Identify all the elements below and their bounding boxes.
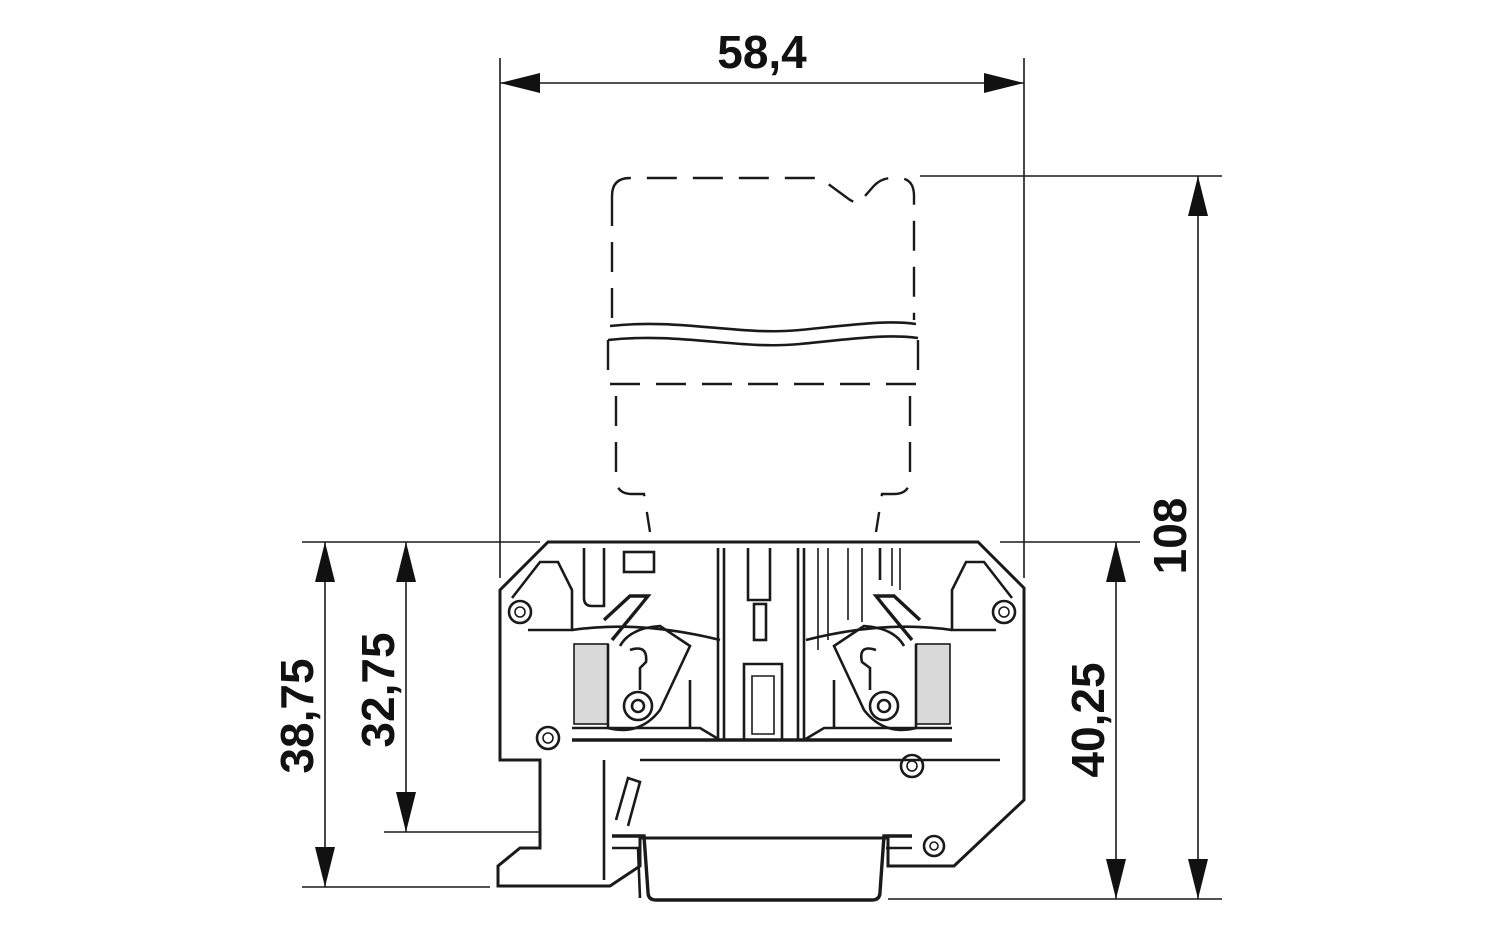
terminal-block-body	[496, 540, 1026, 888]
dimension-height-left-inner: 32,75	[352, 542, 612, 833]
plug-outline-dashed	[606, 176, 920, 533]
dimension-label-width: 58,4	[717, 26, 807, 78]
dimension-width-top: 58,4	[499, 26, 1025, 578]
contact-insert-left	[573, 643, 609, 725]
dimension-label-height-right: 40,25	[1062, 662, 1114, 777]
dimension-label-height-left-outer: 38,75	[271, 658, 323, 773]
contact-insert-right	[915, 643, 951, 725]
dimension-height-total: 108	[888, 175, 1222, 900]
dimension-label-height-left-inner: 32,75	[352, 632, 404, 747]
dimension-height-left-outer: 38,75	[271, 541, 540, 888]
dimension-height-right: 40,25	[1000, 541, 1140, 899]
din-rail	[612, 834, 912, 902]
dimension-label-height-total: 108	[1144, 498, 1196, 575]
